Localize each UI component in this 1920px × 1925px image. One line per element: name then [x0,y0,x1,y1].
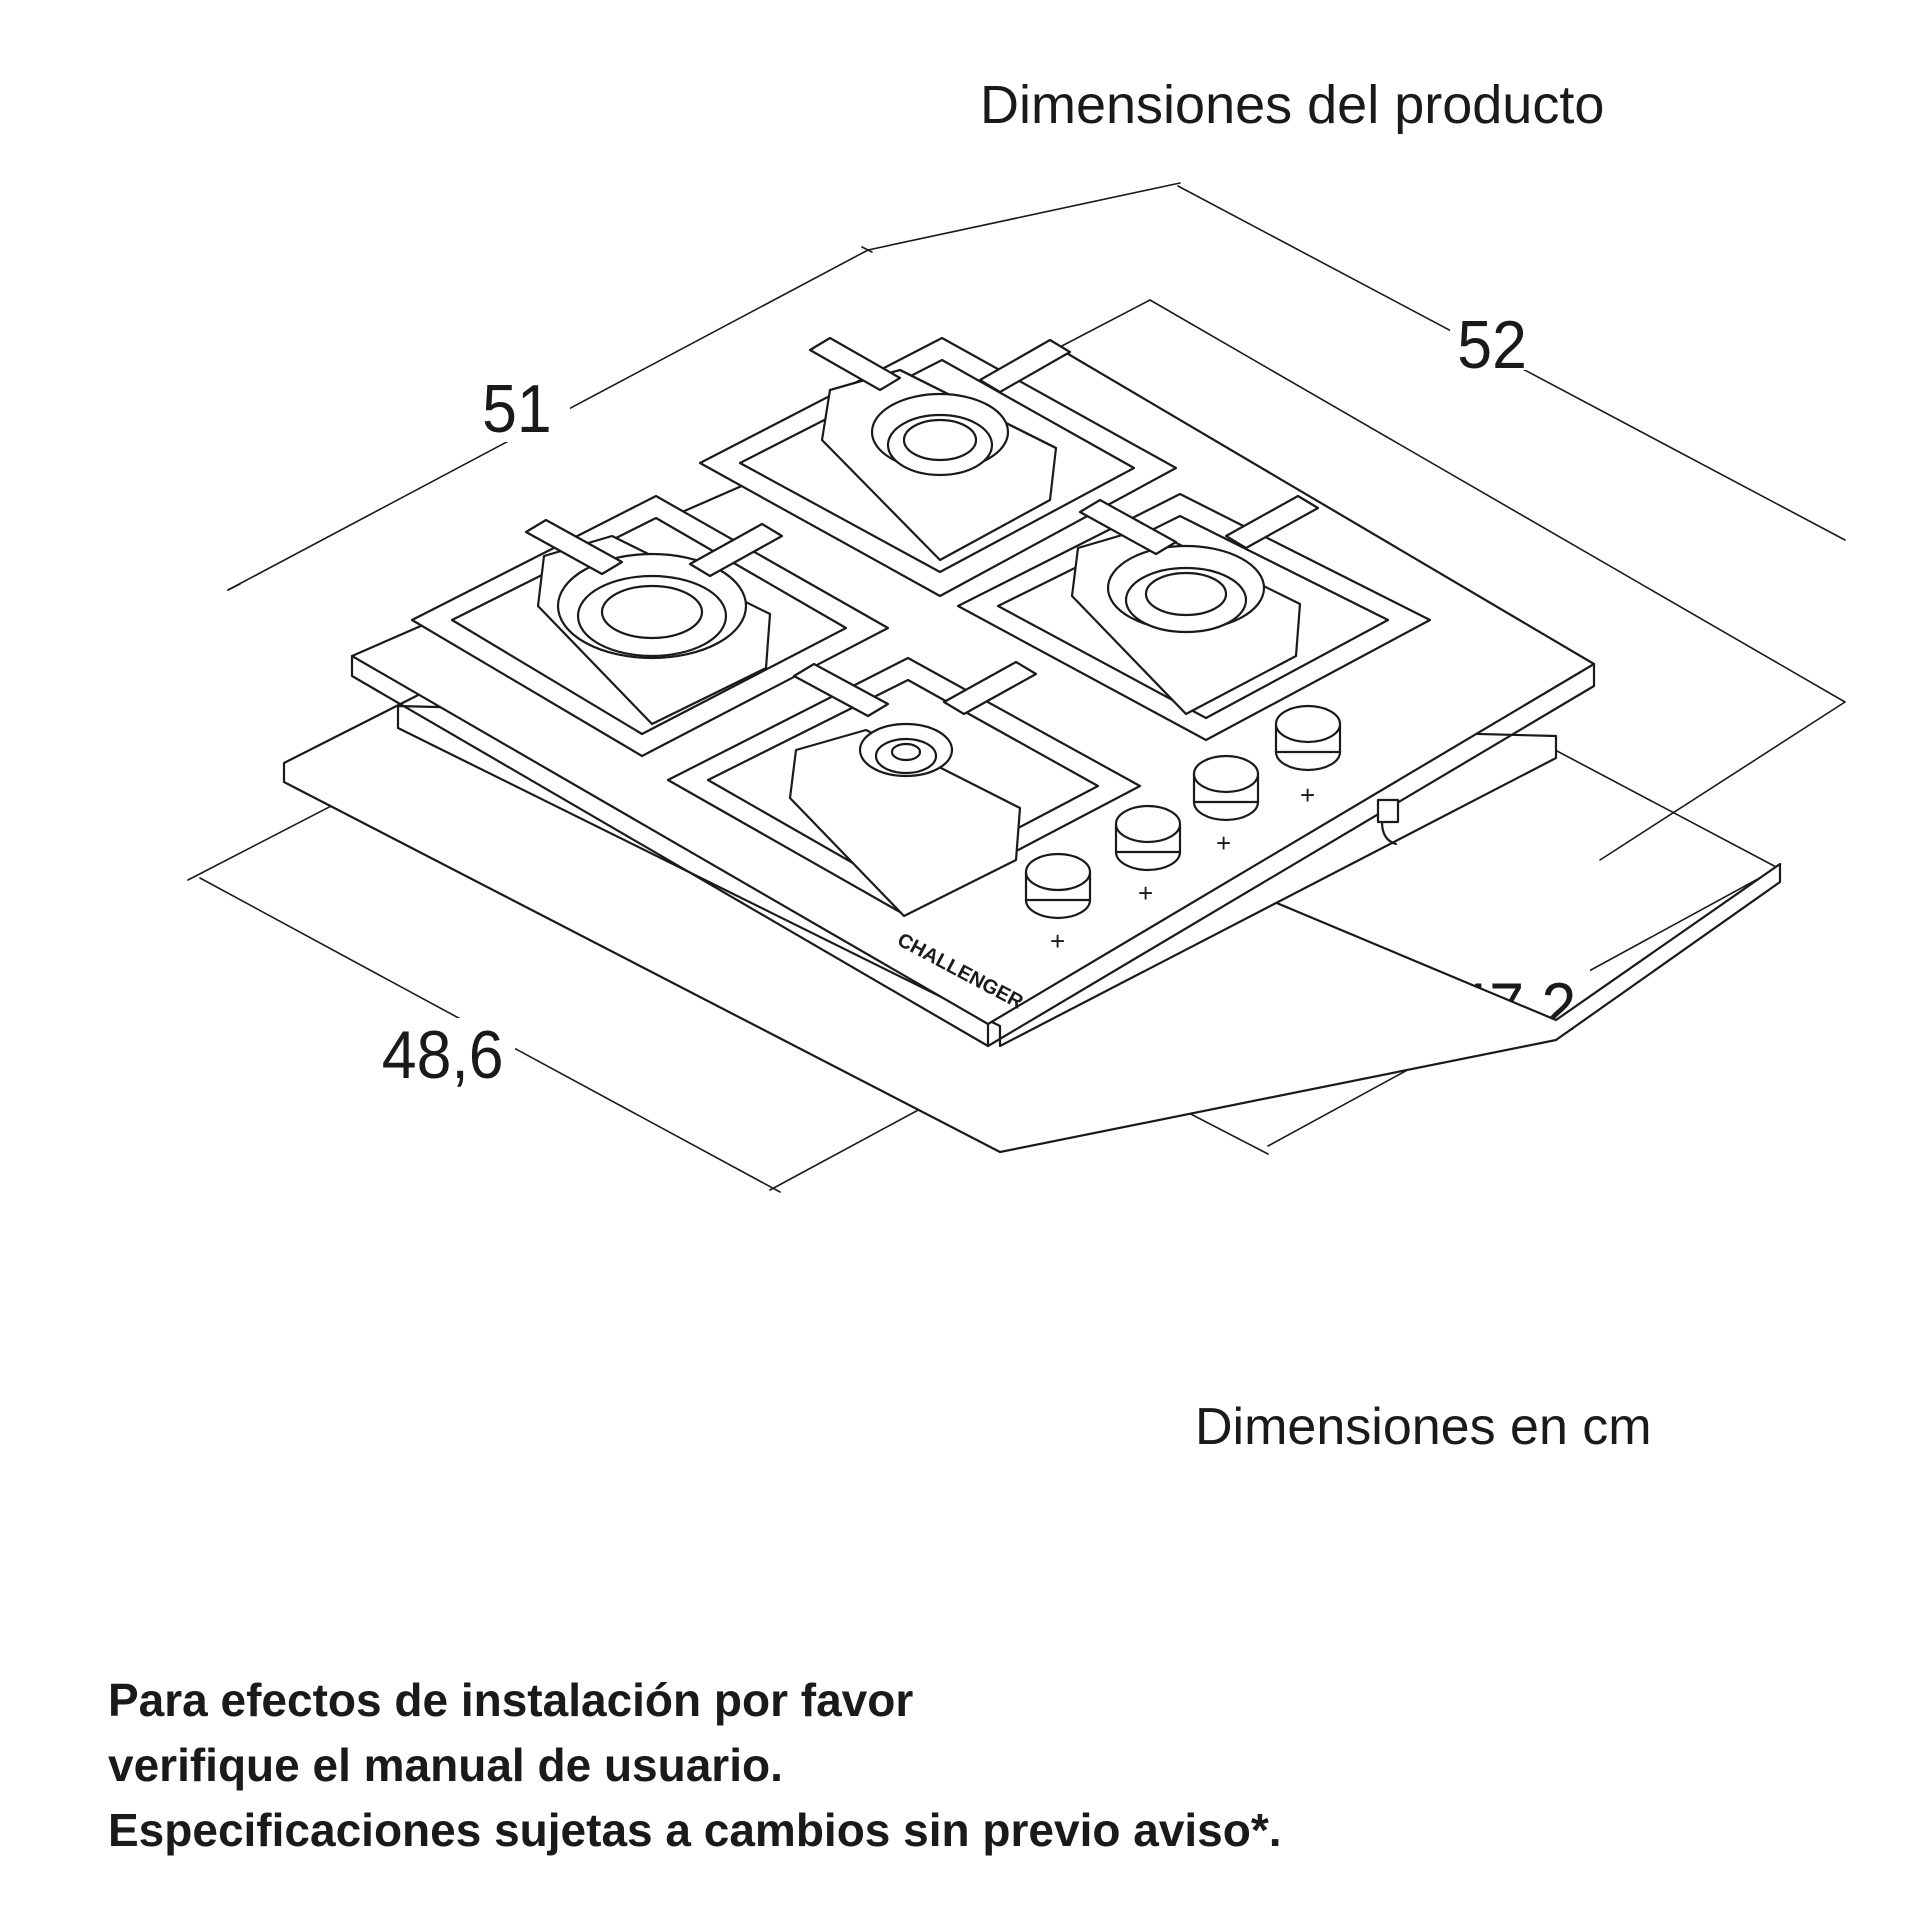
burner-back [870,392,1010,477]
svg-text:+: + [1050,926,1065,956]
gas-connector [1376,798,1400,824]
note-line-3: Especificaciones sujetas a cambios sin p… [108,1804,1282,1856]
svg-text:+: + [1138,878,1153,908]
drawing-title: Dimensiones del producto [980,75,1604,135]
installation-notes: Para efectos de instalación por favor ve… [108,1668,1608,1863]
units-note: Dimensiones en cm [1195,1398,1652,1456]
knob-4 [1274,704,1342,772]
knob-3 [1192,754,1260,822]
burner-left [556,552,748,660]
svg-text:+: + [1216,828,1231,858]
note-line-1: Para efectos de instalación por favor [108,1674,914,1726]
dimension-label-depth-top: 51 [482,371,552,447]
dimension-label-width-top: 52 [1457,307,1527,383]
knob-1 [1024,852,1092,920]
dimension-label-width-bottom: 48,6 [382,1017,504,1093]
grate-fingers [524,336,1320,718]
svg-text:+: + [1300,780,1315,810]
grate-front [666,656,1142,918]
burner-front [858,722,954,778]
knob-2 [1114,804,1182,872]
burner-right [1106,544,1266,634]
control-knobs: + + + + [1024,704,1342,956]
note-line-2: verifique el manual de usuario. [108,1739,783,1791]
